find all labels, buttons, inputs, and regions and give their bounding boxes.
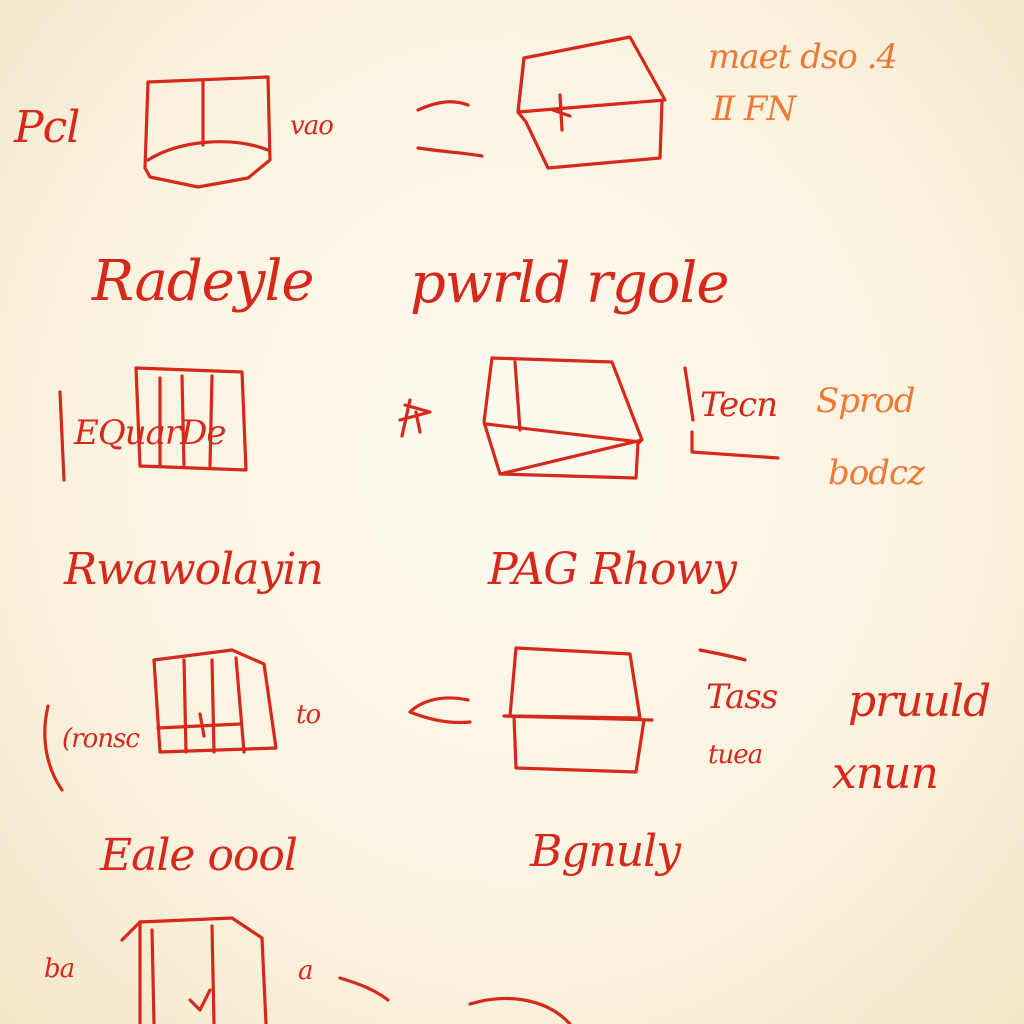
handwritten-note: xnun [832, 748, 939, 799]
handwritten-label: vao [290, 111, 334, 141]
cube-sketch-4 [120, 916, 268, 1024]
handwritten-heading: Radeyle [92, 249, 315, 314]
handwritten-label: EQuarDe [74, 413, 226, 453]
handwritten-label: a [298, 956, 313, 986]
star-mark-sketch [398, 398, 432, 438]
handwritten-label: ba [44, 954, 75, 984]
handwritten-heading: Rwawolayin [64, 544, 324, 595]
handwritten-note: Sprod [816, 381, 916, 421]
handwritten-note: bodcz [828, 453, 925, 493]
handwritten-heading: pwrld rgole [410, 251, 729, 316]
box-sketch-1 [516, 35, 667, 170]
handwritten-note: maet dso .4 [708, 37, 898, 77]
handwritten-heading: Eale oool [100, 830, 298, 881]
handwritten-label: Pcl [14, 102, 80, 153]
handwritten-heading: Bgnuly [530, 826, 681, 877]
underline-sketch [683, 366, 695, 422]
handwritten-note: Tass [706, 677, 778, 717]
pen-stroke-sketch [338, 976, 390, 1002]
arrow-sketch [408, 696, 472, 725]
equals-sign-sketch [416, 100, 484, 158]
cube-sketch-1 [143, 75, 272, 189]
box-sketch-3 [502, 646, 654, 774]
handwritten-note: tuea [708, 740, 763, 770]
pen-stroke-sketch [468, 996, 572, 1024]
underline-sketch [690, 430, 780, 460]
handwritten-note: pruuld [848, 676, 991, 727]
arrow-stroke-sketch [698, 648, 747, 662]
handwritten-label: (ronsc [62, 724, 140, 754]
handwritten-heading: PAG Rhowy [488, 544, 737, 595]
cube-sketch-2 [58, 366, 248, 482]
cube-sketch-3 [43, 648, 278, 792]
handwritten-label: to [296, 700, 321, 730]
box-sketch-2 [482, 356, 644, 480]
handwritten-label: Tecn [700, 385, 778, 425]
handwritten-note: Ⅱ FN [712, 89, 796, 129]
